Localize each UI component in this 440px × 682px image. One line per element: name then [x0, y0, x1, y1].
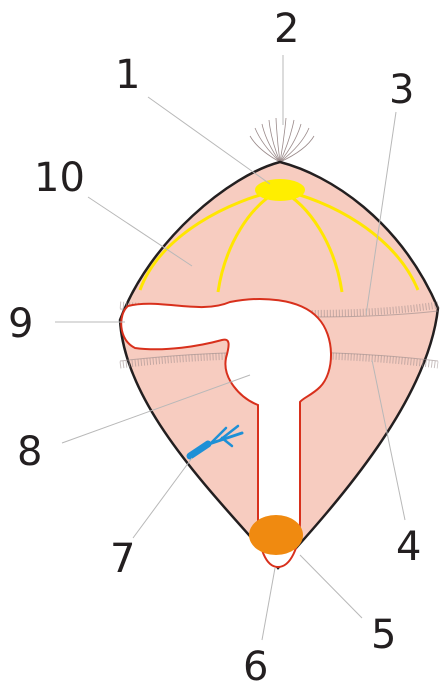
label-2: 2 [274, 6, 299, 52]
label-1: 1 [115, 52, 140, 98]
label-9: 9 [8, 301, 33, 347]
label-8: 8 [17, 429, 42, 475]
apical-tuft [250, 118, 314, 162]
apical-organ [255, 179, 305, 201]
label-10: 10 [34, 155, 85, 201]
anus-mass [249, 515, 303, 555]
label-7: 7 [110, 536, 135, 582]
label-3: 3 [389, 67, 414, 113]
label-6: 6 [243, 644, 268, 682]
label-4: 4 [396, 524, 421, 570]
label-5: 5 [371, 612, 396, 658]
